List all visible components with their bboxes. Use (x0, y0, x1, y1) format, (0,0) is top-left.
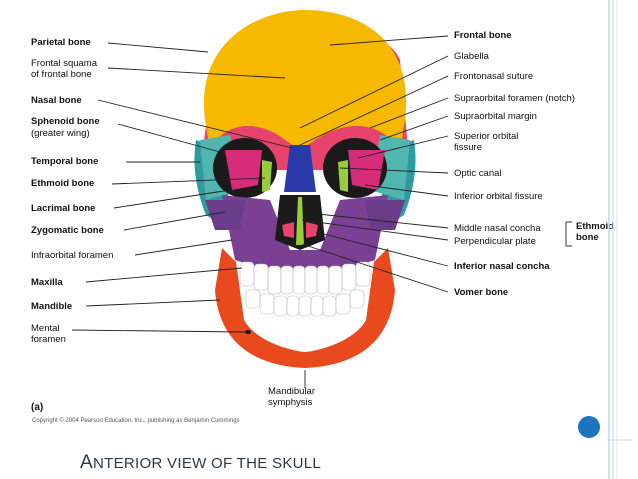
label-zygomatic-bone: Zygomatic bone (31, 225, 104, 236)
orbit-right-sphenoid (348, 150, 385, 190)
label-ethmoid-group: Ethmoid bone (576, 221, 614, 243)
zygomatic-left (205, 200, 245, 230)
accent-dot (578, 416, 600, 438)
mental-foramen-left (245, 330, 251, 334)
label-parietal-bone: Parietal bone (31, 37, 91, 48)
label-supraorbital-foramen: Supraorbital foramen (notch) (454, 93, 575, 104)
label-frontal-squama: Frontal squama of frontal bone (31, 58, 98, 80)
label-perpendicular-plate: Perpendicular plate (454, 236, 536, 247)
inferior-nasal-concha-right (306, 222, 318, 238)
label-superior-orbital-fissure: Superior orbital fissure (454, 131, 519, 153)
maxilla (222, 195, 388, 275)
decorative-border-right (607, 0, 633, 479)
label-vomer-bone: Vomer bone (454, 287, 509, 298)
label-mandibular-symphysis: Mandibular symphysis (268, 386, 315, 408)
ethmoid-left (262, 160, 272, 192)
label-optic-canal: Optic canal (454, 168, 502, 179)
label-supraorbital-margin: Supraorbital margin (454, 111, 537, 122)
leader-lines-right (299, 35, 572, 388)
mandible (215, 248, 395, 368)
label-middle-nasal-concha: Middle nasal concha (454, 223, 541, 234)
slide-title: ANTERIOR VIEW OF THE SKULL (80, 452, 321, 474)
label-lacrimal-bone: Lacrimal bone (31, 203, 96, 214)
label-sphenoid-sub: (greater wing) (31, 128, 90, 139)
label-frontal-bone: Frontal bone (454, 30, 512, 41)
nasal-bone (284, 145, 316, 192)
label-inferior-nasal-concha: Inferior nasal concha (454, 261, 550, 272)
label-maxilla: Maxilla (31, 277, 63, 288)
slide-title-rest: NTERIOR VIEW OF THE SKULL (92, 455, 322, 472)
inferior-nasal-concha-left (282, 222, 294, 238)
leader-lines-left (71, 42, 293, 333)
perpendicular-plate (296, 197, 304, 245)
label-mental-foramen: Mental foramen (31, 323, 66, 345)
slide-title-initial: A (80, 452, 93, 473)
label-infraorbital-foramen: Infraorbital foramen (31, 250, 114, 261)
label-inferior-orbital-fissure: Inferior orbital fissure (454, 191, 543, 202)
label-glabella: Glabella (454, 51, 489, 62)
label-nasal-bone: Nasal bone (31, 95, 82, 106)
zygomatic-right (365, 200, 405, 230)
frontal-bone (203, 10, 407, 150)
orbit-left-sphenoid (225, 150, 262, 190)
figure-tag: (a) (31, 402, 44, 413)
label-mandible: Mandible (31, 301, 73, 312)
teeth (239, 261, 371, 317)
label-sphenoid-bone: Sphenoid bone (31, 116, 100, 127)
label-frontonasal-suture: Frontonasal suture (454, 71, 534, 82)
label-ethmoid-bone: Ethmoid bone (31, 178, 95, 189)
label-temporal-bone: Temporal bone (31, 156, 99, 167)
copyright-text: Copyright © 2004 Pearson Education, Inc.… (32, 418, 240, 424)
